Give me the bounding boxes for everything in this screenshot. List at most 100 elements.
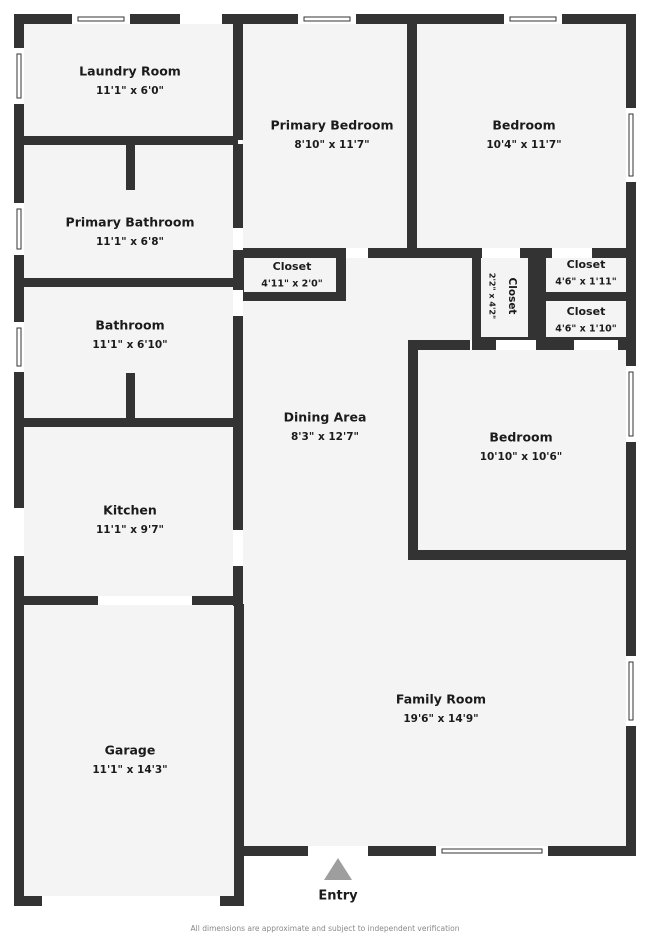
room-dim-primary-bathroom: 11'1" x 6'8" xyxy=(96,236,164,248)
wall-bedroom-right-top-a xyxy=(408,340,470,350)
room-dim-primary-bedroom: 8'10" x 11'7" xyxy=(294,139,369,151)
wall-bedroom-right-top-c xyxy=(536,340,574,350)
room-label-garage: Garage xyxy=(105,743,156,758)
wall-bedroom-right-top-b xyxy=(472,340,496,350)
door-kitchen xyxy=(233,530,243,566)
window-laundry-left xyxy=(14,48,24,104)
room-fill-kitchen xyxy=(18,426,234,604)
wall-bathroom-stub xyxy=(126,373,135,419)
window-primary-bathroom-left xyxy=(14,203,24,255)
room-label-primary-bathroom: Primary Bathroom xyxy=(66,215,195,230)
wall-exterior-bottom-family xyxy=(234,846,636,856)
door-closet-center xyxy=(482,248,520,258)
room-dim-family-room: 19'6" x 14'9" xyxy=(403,713,478,725)
wall-kitchen-right-upper xyxy=(233,426,243,530)
garage-overhead-door xyxy=(42,896,220,906)
room-label-kitchen: Kitchen xyxy=(103,503,157,518)
wall-garage-right xyxy=(234,604,244,906)
room-fill-bedroom-right xyxy=(410,342,632,554)
door-primary-bathroom xyxy=(233,228,243,250)
closet-dim-center-group: 2'2" x 4'2" xyxy=(488,273,497,319)
window-bedroom-right-right xyxy=(626,366,636,442)
wall-closet-primary-right xyxy=(336,248,346,300)
room-label-laundry-room: Laundry Room xyxy=(79,64,181,79)
wall-primary-bath-bottom xyxy=(18,278,238,287)
window-opening-top-gap xyxy=(180,14,222,24)
windows xyxy=(14,14,636,906)
wall-closet-primary-left xyxy=(234,248,244,300)
footer-disclaimer: All dimensions are approximate and subje… xyxy=(191,924,460,933)
window-bedroom-top-right xyxy=(626,108,636,182)
wall-bedroom-right-bottom xyxy=(408,550,636,560)
window-bedroom-top xyxy=(504,14,562,24)
room-fill-closet-primary xyxy=(242,252,338,298)
wall-exterior-left-upper xyxy=(14,14,24,606)
room-fill-garage xyxy=(18,604,234,906)
door-closet-upper-right xyxy=(552,248,592,258)
closet-dim-upper-right: 4'6" x 1'11" xyxy=(555,277,617,288)
room-dim-laundry-room: 11'1" x 6'0" xyxy=(96,85,164,97)
room-label-bathroom: Bathroom xyxy=(95,318,164,333)
wall-closet-primary-bottom xyxy=(234,292,346,301)
door-garage-interior xyxy=(98,596,192,605)
wall-closet-center-right xyxy=(528,250,537,346)
window-laundry-top xyxy=(72,14,130,24)
window-family-room-right xyxy=(626,656,636,726)
room-label-bedroom-right: Bedroom xyxy=(489,430,552,445)
door-closet-primary xyxy=(346,248,368,258)
room-label-bedroom-top: Bedroom xyxy=(492,118,555,133)
room-fills xyxy=(18,18,632,906)
wall-bedroom-top-bottom-a xyxy=(416,248,482,258)
wall-primary-bedroom-bottom xyxy=(242,248,346,258)
closet-label-upper-right: Closet xyxy=(567,258,606,271)
closet-dim-primary: 4'11" x 2'0" xyxy=(261,279,323,290)
room-fill-bedroom-top xyxy=(416,18,632,258)
wall-left-column-right-bath xyxy=(233,316,243,428)
closet-label-center: Closet xyxy=(506,278,518,315)
room-label-primary-bedroom: Primary Bedroom xyxy=(270,118,393,133)
entry-arrow-icon xyxy=(324,858,352,880)
room-dim-garage: 11'1" x 14'3" xyxy=(92,764,167,776)
room-dim-kitchen: 11'1" x 9'7" xyxy=(96,524,164,536)
room-fill-primary-bedroom xyxy=(242,18,408,258)
closet-label-primary: Closet xyxy=(273,260,312,273)
room-fill-closet-center xyxy=(480,252,528,340)
room-dim-bathroom: 11'1" x 6'10" xyxy=(92,339,167,351)
wall-between-top-bedrooms xyxy=(407,24,417,258)
wall-closet-right-divider xyxy=(537,292,636,301)
wall-bedroom-right-top-d xyxy=(618,340,636,350)
window-primary-bedroom-top xyxy=(298,14,356,24)
window-family-room-bottom xyxy=(436,846,548,856)
room-label-dining-area: Dining Area xyxy=(284,410,367,425)
wall-bedroom-top-bottom-c xyxy=(592,248,636,258)
wall-laundry-bottom xyxy=(18,136,238,145)
door-bathroom xyxy=(233,290,243,316)
door-closet-lower-right xyxy=(574,340,618,350)
room-dim-dining-area: 8'3" x 12'7" xyxy=(291,431,359,443)
wall-closet-center-left xyxy=(472,250,481,346)
window-bathroom-left xyxy=(14,322,24,372)
room-fill-closet-lower-right xyxy=(544,300,632,340)
door-entry xyxy=(308,846,368,856)
closet-dim-lower-right: 4'6" x 1'10" xyxy=(555,324,617,335)
room-dim-bedroom-top: 10'4" x 11'7" xyxy=(486,139,561,151)
wall-bedroom-right-left xyxy=(408,340,418,560)
door-bedroom-right xyxy=(496,340,536,350)
entry-label: Entry xyxy=(318,889,358,904)
room-labels: Laundry Room 11'1" x 6'0" Primary Bedroo… xyxy=(66,64,563,777)
wall-bathroom-bottom xyxy=(18,418,238,427)
wall-left-column-right-upper xyxy=(233,24,243,140)
room-label-family-room: Family Room xyxy=(396,692,486,707)
closet-label-lower-right: Closet xyxy=(567,305,606,318)
closet-labels: Closet 4'11" x 2'0" Closet 2'2" x 4'2" C… xyxy=(261,258,617,335)
room-fill-laundry-room xyxy=(18,18,234,136)
door-bedroom-right-gap xyxy=(470,340,472,350)
wall-primary-bath-stub xyxy=(126,145,135,190)
entry-marker-group: Entry xyxy=(318,858,358,904)
window-kitchen-left-opening xyxy=(14,508,24,556)
wall-exterior-left-garage xyxy=(14,604,24,906)
wall-left-column-right-primarybath xyxy=(233,144,243,228)
wall-kitchen-right-lower xyxy=(233,566,243,606)
